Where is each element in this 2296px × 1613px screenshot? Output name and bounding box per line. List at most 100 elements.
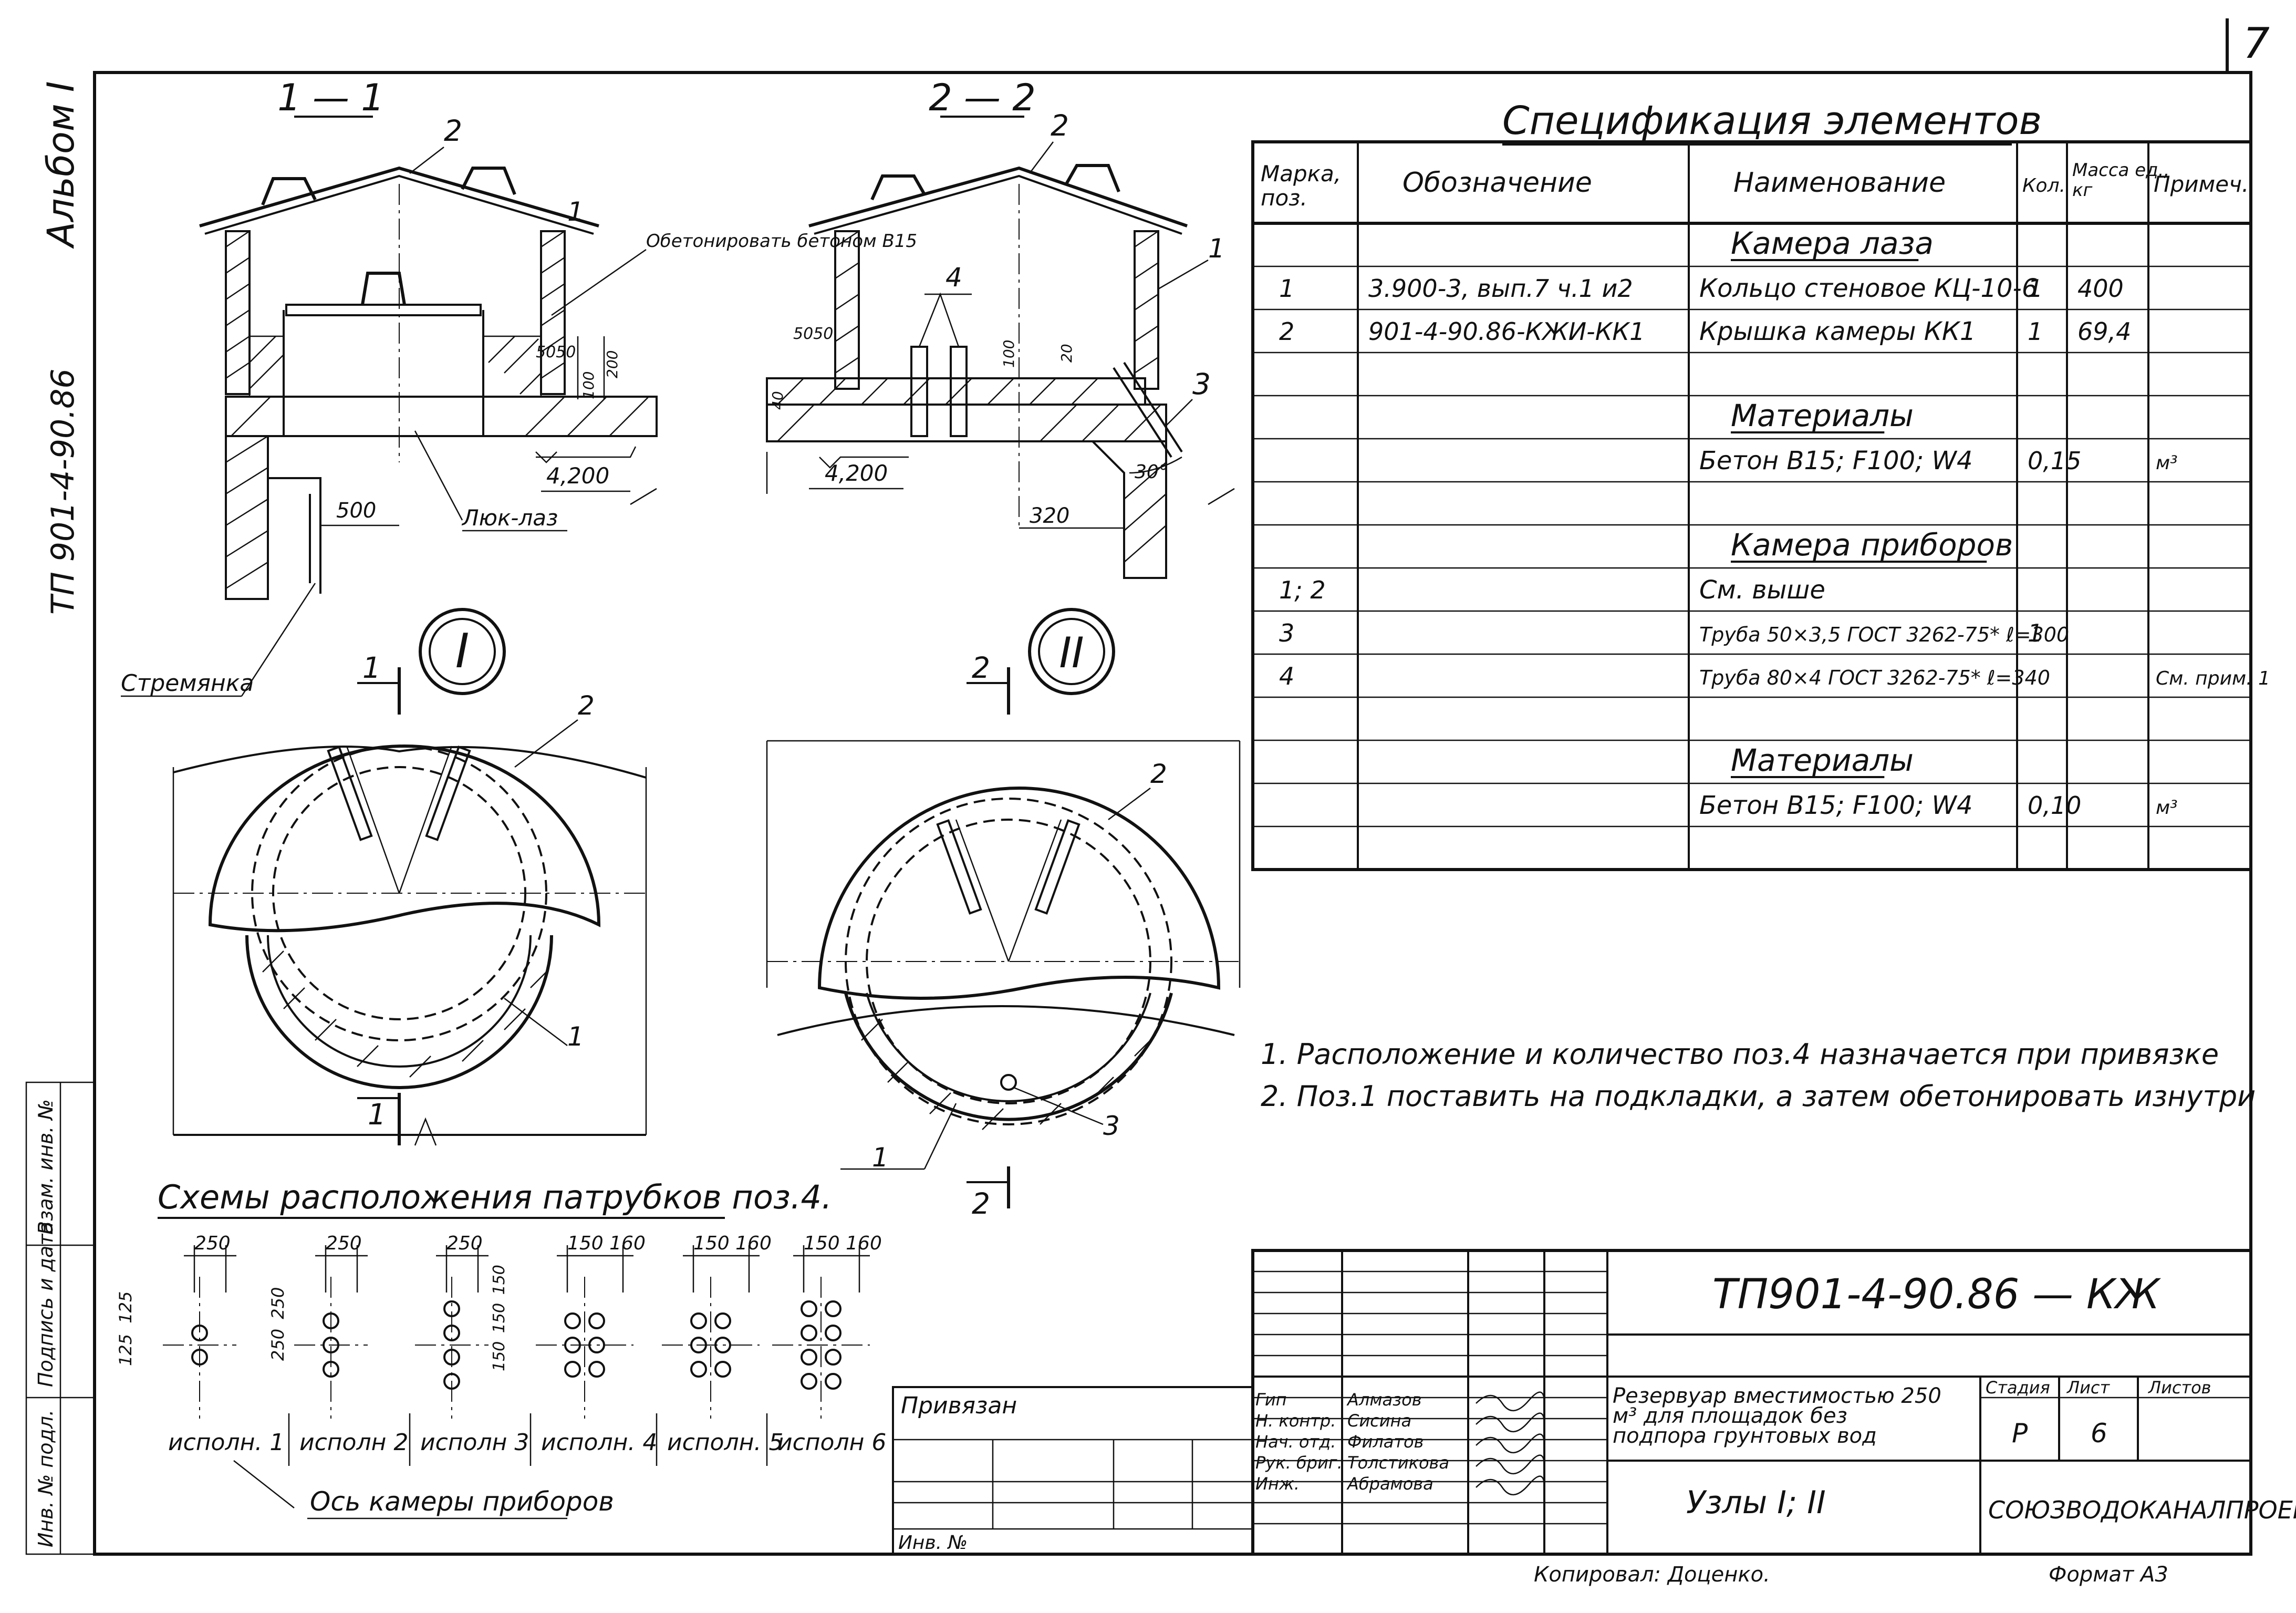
nozzle-hole bbox=[323, 1361, 339, 1378]
spec-header-qty: Кол. bbox=[2022, 175, 2065, 197]
object-title-line: Резервуар вместимостью 250 bbox=[1613, 1384, 1941, 1408]
spec-cell-qty: 0,15 bbox=[2028, 447, 2081, 475]
node-1-label: I bbox=[455, 624, 470, 679]
copied-by: Копировал: Доценко. bbox=[1534, 1563, 1770, 1587]
spec-cell-mass: 400 bbox=[2077, 274, 2124, 303]
node-marker-2 bbox=[1028, 608, 1115, 695]
nozzle-hole bbox=[588, 1337, 605, 1353]
stamp-person: Абрамова bbox=[1346, 1474, 1433, 1494]
scheme-label: исполн 2 bbox=[299, 1429, 408, 1456]
spec-cell-mass: 69,4 bbox=[2077, 317, 2131, 346]
v3-dim-c: 150 bbox=[490, 1265, 508, 1295]
spec-grid bbox=[1251, 140, 2252, 871]
margin-inv-orig: Инв. № подл. bbox=[34, 1410, 57, 1547]
nozzle-hole bbox=[825, 1300, 841, 1317]
left-margin-stamp: Взам. инв. № Подпись и дата Инв. № подл. bbox=[25, 1081, 96, 1555]
nozzle-hole bbox=[564, 1337, 581, 1353]
spec-title: Спецификация элементов bbox=[1502, 98, 2042, 143]
spec-header-note: Примеч. bbox=[2154, 171, 2249, 197]
s2-callout-2: 2 bbox=[1051, 109, 1069, 142]
s1-dim-500: 500 bbox=[336, 499, 376, 523]
scheme-dim: 250 bbox=[446, 1233, 483, 1254]
specification: Спецификация элементов Марка,поз. Обознач… bbox=[1251, 98, 2270, 871]
tied-label: Привязан bbox=[901, 1392, 1017, 1419]
spec-cell-name: Труба 50×3,5 ГОСТ 3262-75* ℓ=300 bbox=[1699, 623, 2069, 646]
object-title-line: м³ для площадок без bbox=[1613, 1404, 1847, 1428]
s2-dim-100: 100 bbox=[1000, 340, 1017, 368]
nozzle-hole bbox=[323, 1312, 339, 1329]
s1-ladder-label: Стремянка bbox=[121, 670, 254, 697]
scheme-label: исполн 3 bbox=[420, 1429, 529, 1456]
plan2-callout-2: 2 bbox=[1150, 759, 1167, 789]
section-2-label: 2 — 2 bbox=[929, 76, 1036, 119]
format-label: Формат А3 bbox=[2049, 1563, 2168, 1587]
sheet-value: 6 bbox=[2091, 1418, 2107, 1449]
stamp-role: Н. контр. bbox=[1255, 1411, 1336, 1431]
section-2-2: 2 — 2 2 1 4 3 30° bbox=[630, 76, 1235, 579]
plan2-callout-3: 3 bbox=[1103, 1111, 1120, 1141]
nozzle-hole bbox=[714, 1361, 731, 1378]
plan1-callout-1: 1 bbox=[567, 1021, 584, 1052]
spec-cell-mark: 4 bbox=[1279, 662, 1294, 690]
nozzle-hole bbox=[801, 1349, 817, 1366]
spec-cell-name: Камера лаза bbox=[1731, 225, 1934, 261]
s1-callout-1: 1 bbox=[567, 197, 584, 227]
album-side-label: Альбом I bbox=[39, 81, 82, 249]
nozzle-hole bbox=[801, 1300, 817, 1317]
spec-header-designation: Обозначение bbox=[1402, 167, 1592, 199]
plan-node-1: I 1 1 2 1 bbox=[172, 608, 647, 1146]
spec-cell-name: Материалы bbox=[1731, 742, 1914, 778]
scheme-side-dims: 125 125 bbox=[116, 1291, 136, 1366]
stamp-person: Сисина bbox=[1347, 1411, 1411, 1431]
s1-elev: 4,200 bbox=[546, 463, 609, 489]
nozzle-hole bbox=[714, 1337, 731, 1353]
nozzle-hole bbox=[443, 1373, 460, 1390]
nozzle-hole bbox=[588, 1312, 605, 1329]
stamp-role: Нач. отд. bbox=[1255, 1432, 1336, 1452]
node-2-label: II bbox=[1059, 628, 1084, 677]
sheet-title: Узлы I; II bbox=[1686, 1484, 1826, 1521]
spec-cell-qty: 1 bbox=[2028, 619, 2043, 647]
sheets-label: Листов bbox=[2148, 1378, 2211, 1398]
scheme-dim: 250 bbox=[194, 1233, 231, 1254]
nozzle-hole bbox=[564, 1312, 581, 1329]
plan1-cut-top: 1 bbox=[362, 651, 381, 685]
axis-note: Ось камеры приборов bbox=[310, 1486, 614, 1517]
s2-dim-320: 320 bbox=[1030, 504, 1069, 528]
spec-header-mark: Марка,поз. bbox=[1261, 161, 1341, 211]
spec-cell-note: м³ bbox=[2156, 797, 2178, 819]
signature-mark bbox=[1476, 1433, 1545, 1454]
stage-label: Стадия bbox=[1986, 1378, 2050, 1398]
spec-cell-name: Материалы bbox=[1731, 398, 1914, 433]
v2-dim-a: 250 bbox=[268, 1329, 288, 1361]
signature-mark bbox=[1476, 1454, 1545, 1475]
spec-header-mass-line: Масса ед., bbox=[2072, 160, 2169, 181]
spec-cell-name: Камера приборов bbox=[1731, 527, 2013, 563]
s2-dim-40: 40 bbox=[769, 391, 786, 410]
s1-concrete-note: Обетонировать бетоном В15 bbox=[646, 231, 917, 252]
spec-outline bbox=[1251, 140, 2252, 871]
spec-cell-mark: 2 bbox=[1279, 317, 1294, 346]
scheme-dims-v2: 250 250 bbox=[268, 1287, 288, 1361]
stamp-role: Гип bbox=[1255, 1390, 1287, 1410]
nozzle-hole bbox=[564, 1361, 581, 1378]
stamp-person: Алмазов bbox=[1346, 1390, 1422, 1410]
signature-mark bbox=[1476, 1391, 1545, 1412]
s2-callout-3: 3 bbox=[1192, 367, 1211, 401]
spec-cell-mark: 3 bbox=[1279, 619, 1294, 647]
margin-sign-date: Подпись и дата bbox=[34, 1222, 57, 1387]
nozzle-hole bbox=[801, 1325, 817, 1341]
nozzle-hole bbox=[825, 1325, 841, 1341]
plan2-callout-1: 1 bbox=[872, 1142, 889, 1173]
spec-cell-designation: 3.900-3, вып.7 ч.1 и2 bbox=[1368, 274, 1633, 303]
scheme-label: исполн 6 bbox=[777, 1429, 886, 1456]
spec-header-mass: Масса ед.,кг bbox=[2072, 160, 2169, 201]
s1-dim-5050: 5050 bbox=[536, 343, 576, 361]
node-marker-1 bbox=[419, 608, 506, 695]
plan2-cut-top: 2 bbox=[972, 651, 990, 685]
s2-dim-5050: 5050 bbox=[793, 325, 833, 343]
s1-wall-right bbox=[540, 230, 566, 395]
s2-callout-4: 4 bbox=[946, 262, 962, 293]
plan2-cut-bottom: 2 bbox=[972, 1187, 990, 1221]
